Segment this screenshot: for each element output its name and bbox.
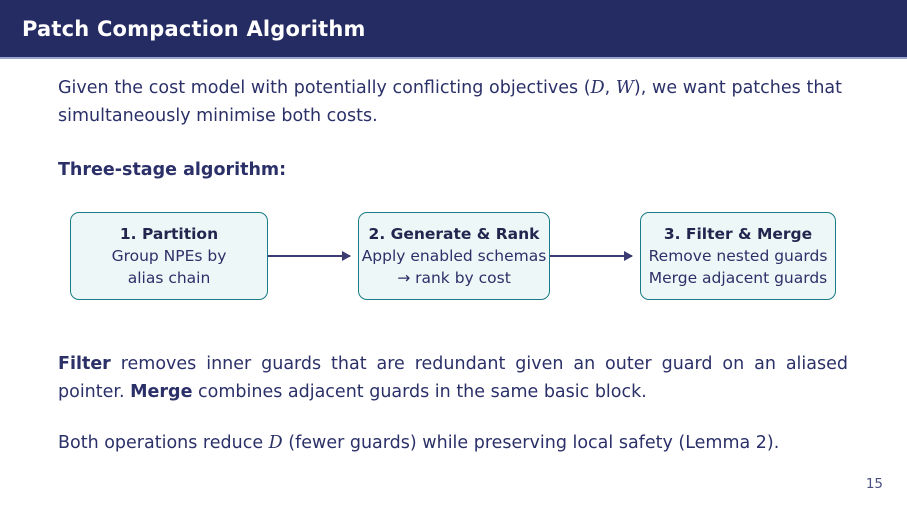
arrow-right-icon-stage1-to-stage2 [268,251,351,261]
flow-stage-1-line-2: alias chain [127,268,211,287]
filter-keyword: Filter [58,354,111,374]
filter-merge-block: Filter removes inner guards that are red… [58,350,848,406]
page-number: 15 [865,476,883,492]
math-variable-w: W [615,78,634,98]
filter-description-text: removes inner guards that are redundant … [58,354,848,402]
flow-stage-2-line-2: → rank by cost [397,268,511,287]
intro-paragraph: Given the cost model with potentially co… [58,74,842,130]
arrow-right-icon-stage2-to-stage3 [550,251,633,261]
intro-block: Given the cost model with potentially co… [58,74,848,180]
merge-keyword: Merge [130,382,193,402]
both-operations-paragraph: Both operations reduce D (fewer guards) … [58,429,848,457]
flow-stage-1-line-1: Group NPEs by [111,246,227,265]
intro-text-part1: Given the cost model with potentially co… [58,78,591,98]
intro-text-part2: ), we want patches that simultaneously m… [58,78,842,126]
filter-merge-paragraph: Filter removes inner guards that are red… [58,350,848,406]
flow-stage-2-line-1: Apply enabled schemas [361,246,547,265]
both-operations-block: Both operations reduce D (fewer guards) … [58,429,848,457]
both-ops-text-part2: (fewer guards) while preserving local sa… [282,433,780,453]
flow-stage-3-line-2: Merge adjacent guards [648,268,828,287]
math-variable-d: D [590,78,605,98]
flow-stage-3-title: 3. Filter & Merge [663,224,813,243]
both-ops-text-part1: Both operations reduce [58,433,269,453]
flow-stage-box-1: 1. Partition Group NPEs by alias chain [70,212,268,300]
flow-stage-box-2: 2. Generate & Rank Apply enabled schemas… [358,212,550,300]
slide-header-bar [0,0,907,57]
math-variable-d-lower: D [268,433,283,453]
slide-header-accent-rule [0,57,907,59]
merge-description-text: combines adjacent guards in the same bas… [192,382,647,402]
flow-stage-1-title: 1. Partition [119,224,219,243]
flow-stage-2-title: 2. Generate & Rank [368,224,540,243]
flow-stage-3-line-1: Remove nested guards [648,246,828,265]
algorithm-flow-diagram: 1. Partition Group NPEs by alias chain 2… [70,212,836,300]
intro-comma: , [604,78,616,98]
flow-stage-box-3: 3. Filter & Merge Remove nested guards M… [640,212,836,300]
page-title: Patch Compaction Algorithm [22,17,366,41]
section-heading-three-stage: Three-stage algorithm: [58,160,287,180]
